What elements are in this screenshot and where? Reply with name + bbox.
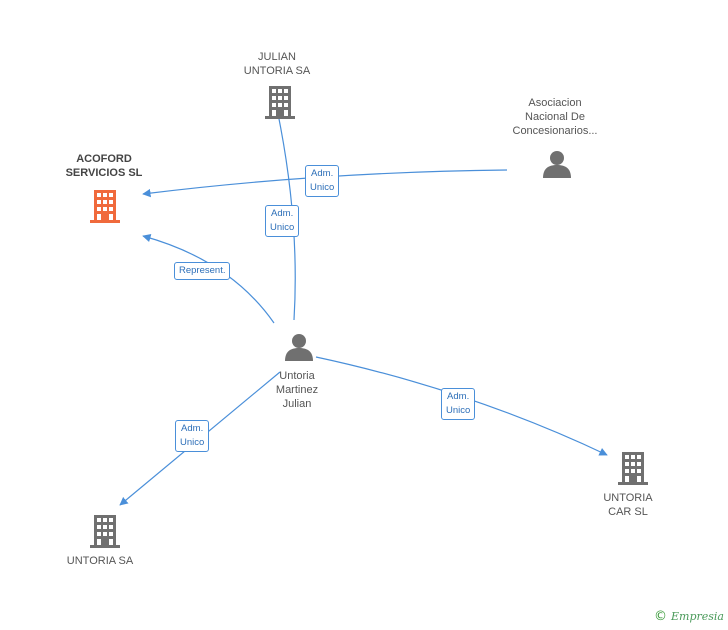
edge-label[interactable]: Represent. xyxy=(174,262,231,280)
building-icon[interactable] xyxy=(265,86,295,119)
building-icon[interactable] xyxy=(90,515,120,548)
building-icon[interactable] xyxy=(618,452,648,485)
node-label-asociacion[interactable]: Asociacion Nacional De Concesionarios... xyxy=(512,97,598,137)
person-icon[interactable] xyxy=(285,334,313,361)
building-icon[interactable] xyxy=(90,190,120,223)
node-label-acoford[interactable]: ACOFORD SERVICIOS SL xyxy=(65,153,143,179)
edge-label[interactable]: Adm. Unico xyxy=(265,205,300,237)
node-label-julian-untoria-sa[interactable]: JULIAN UNTORIA SA xyxy=(243,51,311,77)
brand-watermark: © Empresia xyxy=(654,609,724,624)
node-label-untoria-martinez[interactable]: Untoria Martinez Julian xyxy=(275,370,319,410)
copyright-symbol: © xyxy=(654,609,667,624)
edge-label[interactable]: Adm. Unico xyxy=(305,165,340,197)
edge-label[interactable]: Adm. Unico xyxy=(441,388,476,420)
person-icon[interactable] xyxy=(543,151,571,178)
node-label-untoria-sa[interactable]: UNTORIA SA xyxy=(66,555,134,567)
edge-label[interactable]: Adm. Unico xyxy=(175,420,210,452)
brand-name: Empresia xyxy=(671,610,724,623)
node-label-untoria-car[interactable]: UNTORIA CAR SL xyxy=(603,492,653,518)
